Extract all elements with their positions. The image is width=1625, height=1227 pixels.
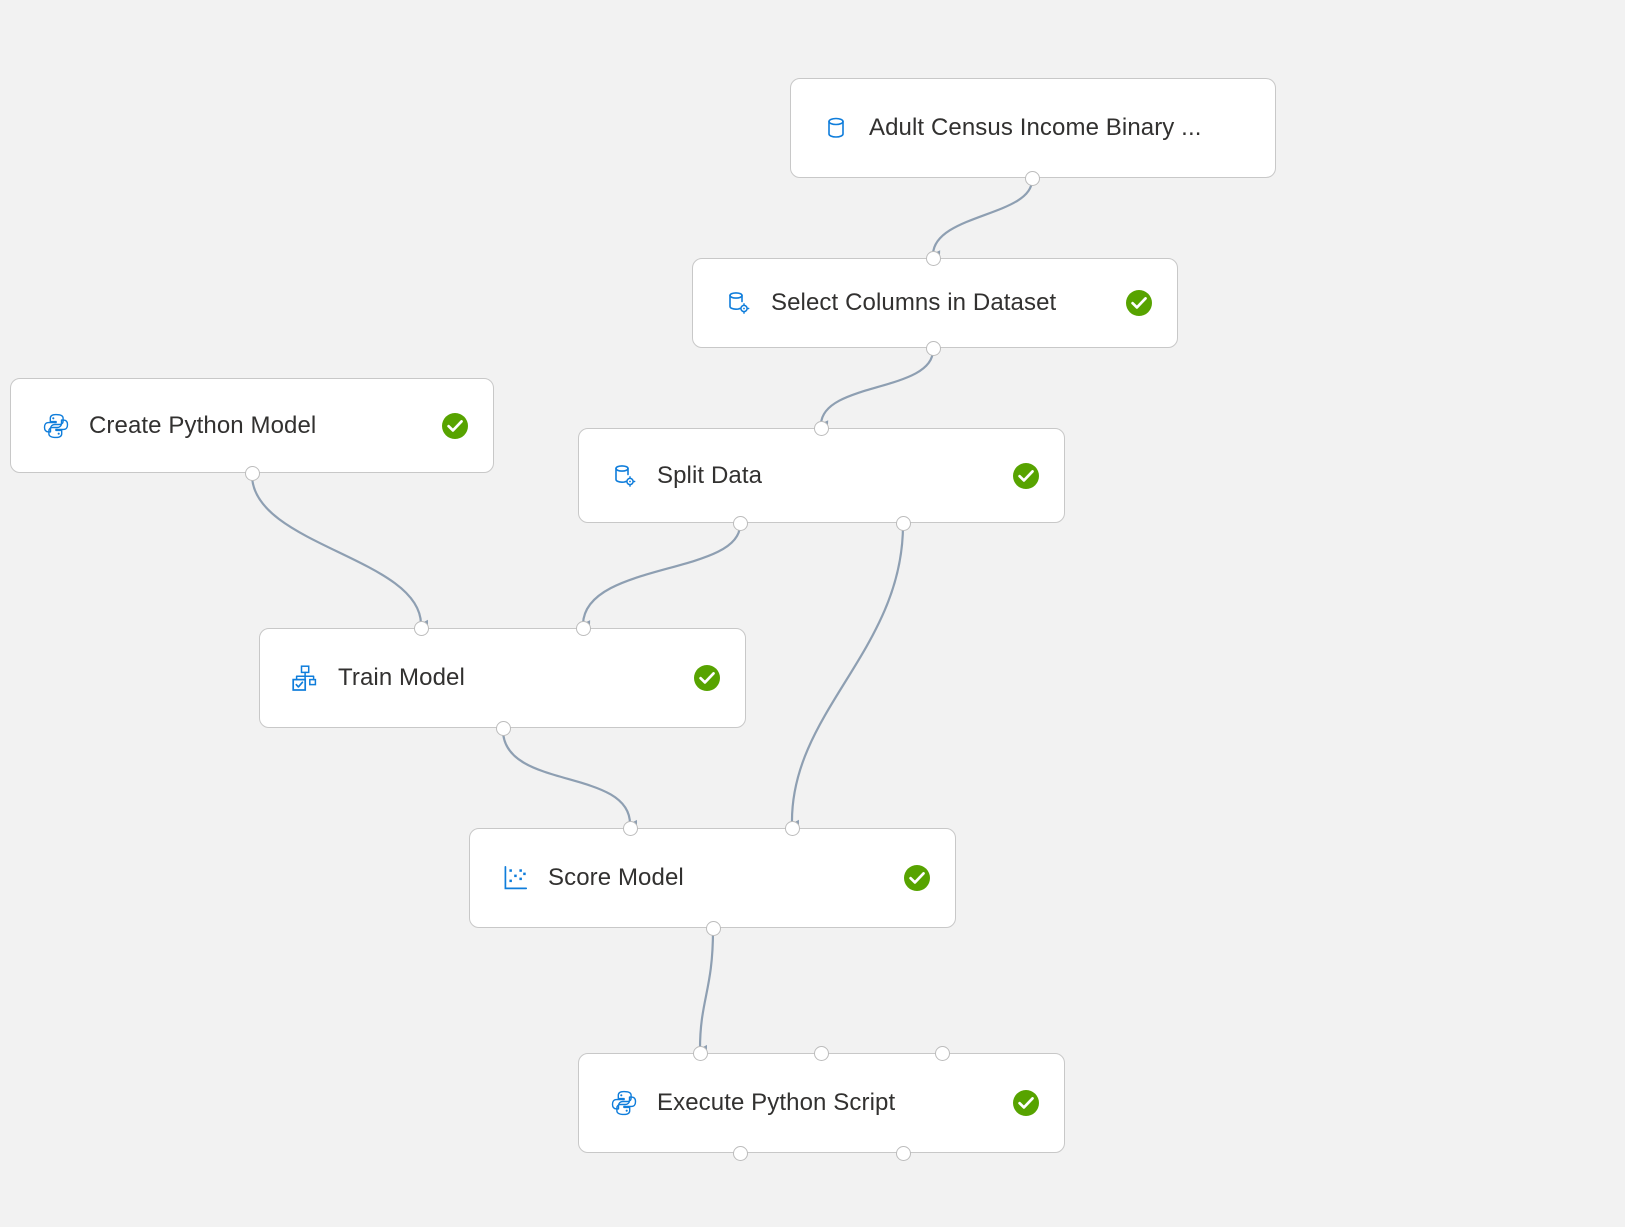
output-port-results-dataset-output-port[interactable] [732,1145,748,1161]
output-port-scored-dataset-output-port[interactable] [705,920,721,936]
node-title: Execute Python Script [657,1089,896,1116]
pipeline-node-select-columns-in-dataset[interactable]: Select Columns in Dataset [692,258,1178,348]
input-port-dataset-input-port[interactable] [925,250,941,266]
pipeline-node-adult-census-income-binary[interactable]: Adult Census Income Binary ... [790,78,1276,178]
status-badge-completed [1012,1089,1040,1117]
pipeline-edge[interactable] [250,474,429,628]
dataset-icon [819,111,853,145]
pipeline-node-train-model[interactable]: Train Model [259,628,746,728]
pipeline-edge[interactable] [581,524,742,629]
node-title: Score Model [548,864,684,891]
python-icon [39,409,73,443]
pipeline-edge[interactable] [698,929,715,1054]
output-port-dataset-output-port[interactable] [1024,170,1040,186]
status-badge-completed [1223,114,1251,142]
python-icon [607,1086,641,1120]
pipeline-edge[interactable] [819,349,935,429]
node-title: Adult Census Income Binary ... [869,114,1202,141]
pipeline-node-split-data[interactable]: Split Data [578,428,1065,523]
output-port-results-dataset1-output-port[interactable] [732,515,748,531]
input-port-dataset-input-port[interactable] [575,620,591,636]
pipeline-node-execute-python-script[interactable]: Execute Python Script [578,1053,1065,1153]
node-title: Split Data [657,461,763,489]
node-title: Train Model [338,664,465,691]
pipeline-node-create-python-model[interactable]: Create Python Model [10,378,494,473]
pipeline-edge[interactable] [790,524,905,828]
status-badge-completed [1012,462,1040,490]
status-badge-completed [903,864,931,892]
pipeline-edge[interactable] [501,729,638,829]
node-title: Select Columns in Dataset [771,289,1057,316]
output-port-device-output-port[interactable] [895,1145,911,1161]
status-badge-completed [441,412,469,440]
input-port-dataset-input-port[interactable] [813,420,829,436]
status-badge-completed [693,664,721,692]
input-port-script-bundle-input-port[interactable] [934,1045,950,1061]
input-port-dataset1-input-port[interactable] [692,1045,708,1061]
input-port-trained-model-input-port[interactable] [622,820,638,836]
dataset-transform-icon [721,286,755,320]
node-title: Create Python Model [89,411,317,439]
output-port-results-dataset2-output-port[interactable] [895,515,911,531]
input-port-untrained-model-input-port[interactable] [413,620,429,636]
train-model-icon [288,661,322,695]
score-model-icon [498,861,532,895]
output-port-results-dataset-output-port[interactable] [925,340,941,356]
output-port-trained-model-output-port[interactable] [495,720,511,736]
pipeline-node-score-model[interactable]: Score Model [469,828,956,928]
input-port-dataset2-input-port[interactable] [813,1045,829,1061]
output-port-untrained-model-output-port[interactable] [244,465,260,481]
input-port-dataset-input-port[interactable] [784,820,800,836]
pipeline-edge[interactable] [931,179,1034,259]
status-badge-completed [1125,289,1153,317]
dataset-transform-icon [607,459,641,493]
